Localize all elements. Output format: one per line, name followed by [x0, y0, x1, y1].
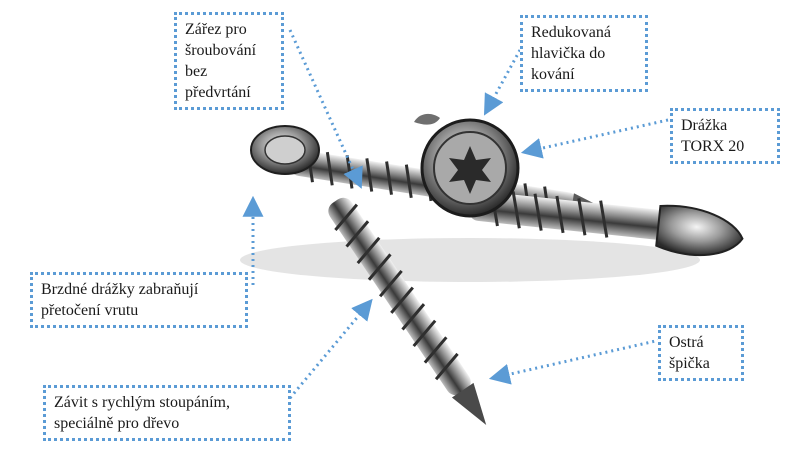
- callout-brake-grooves: Brzdné drážky zabraňují přetočení vrutu: [30, 272, 248, 328]
- callout-cut-notch-line-1: Zářez pro: [185, 21, 247, 38]
- screw-torx: [414, 113, 744, 257]
- callout-reduced-head-line-2: hlavička do: [531, 45, 606, 62]
- callout-fast-thread-line-1: Závit s rychlým stoupáním,: [54, 394, 230, 411]
- leader-torx: [520, 118, 669, 159]
- callout-cut-notch-line-2: šroubování: [185, 42, 257, 59]
- leader-lines: [242, 29, 669, 399]
- callout-sharp-tip-line-1: Ostrá: [669, 334, 704, 351]
- callout-brake-grooves-line-1: Brzdné drážky zabraňují: [41, 281, 199, 298]
- callout-reduced-head-line-1: Redukovaná: [531, 24, 611, 41]
- callout-cut-notch-line-3: bez: [185, 63, 208, 80]
- callout-fast-thread: Závit s rychlým stoupáním, speciálně pro…: [43, 385, 291, 441]
- callout-cut-notch: Zářez pro šroubování bez předvrtání: [174, 12, 284, 110]
- callout-fast-thread-line-2: speciálně pro dřevo: [54, 415, 180, 432]
- screw-diagonal: [328, 197, 487, 425]
- leader-sharp-tip: [488, 338, 661, 385]
- callout-torx: Drážka TORX 20: [670, 108, 780, 164]
- callout-sharp-tip: Ostrá špička: [658, 325, 744, 381]
- callout-reduced-head-line-3: kování: [531, 66, 575, 83]
- callout-brake-grooves-line-2: přetočení vrutu: [41, 302, 139, 319]
- callout-torx-line-1: Drážka: [681, 117, 728, 134]
- leader-cut-notch: [288, 29, 363, 189]
- callout-reduced-head: Redukovaná hlavička do kování: [520, 15, 648, 92]
- callout-torx-line-2: TORX 20: [681, 138, 745, 155]
- leader-fast-thread: [288, 298, 373, 399]
- screw-shadow: [240, 238, 700, 282]
- leader-reduced-head: [483, 49, 522, 116]
- callout-cut-notch-line-4: předvrtání: [185, 84, 251, 101]
- callout-sharp-tip-line-2: špička: [669, 355, 710, 372]
- torx-recess-icon: [449, 146, 491, 194]
